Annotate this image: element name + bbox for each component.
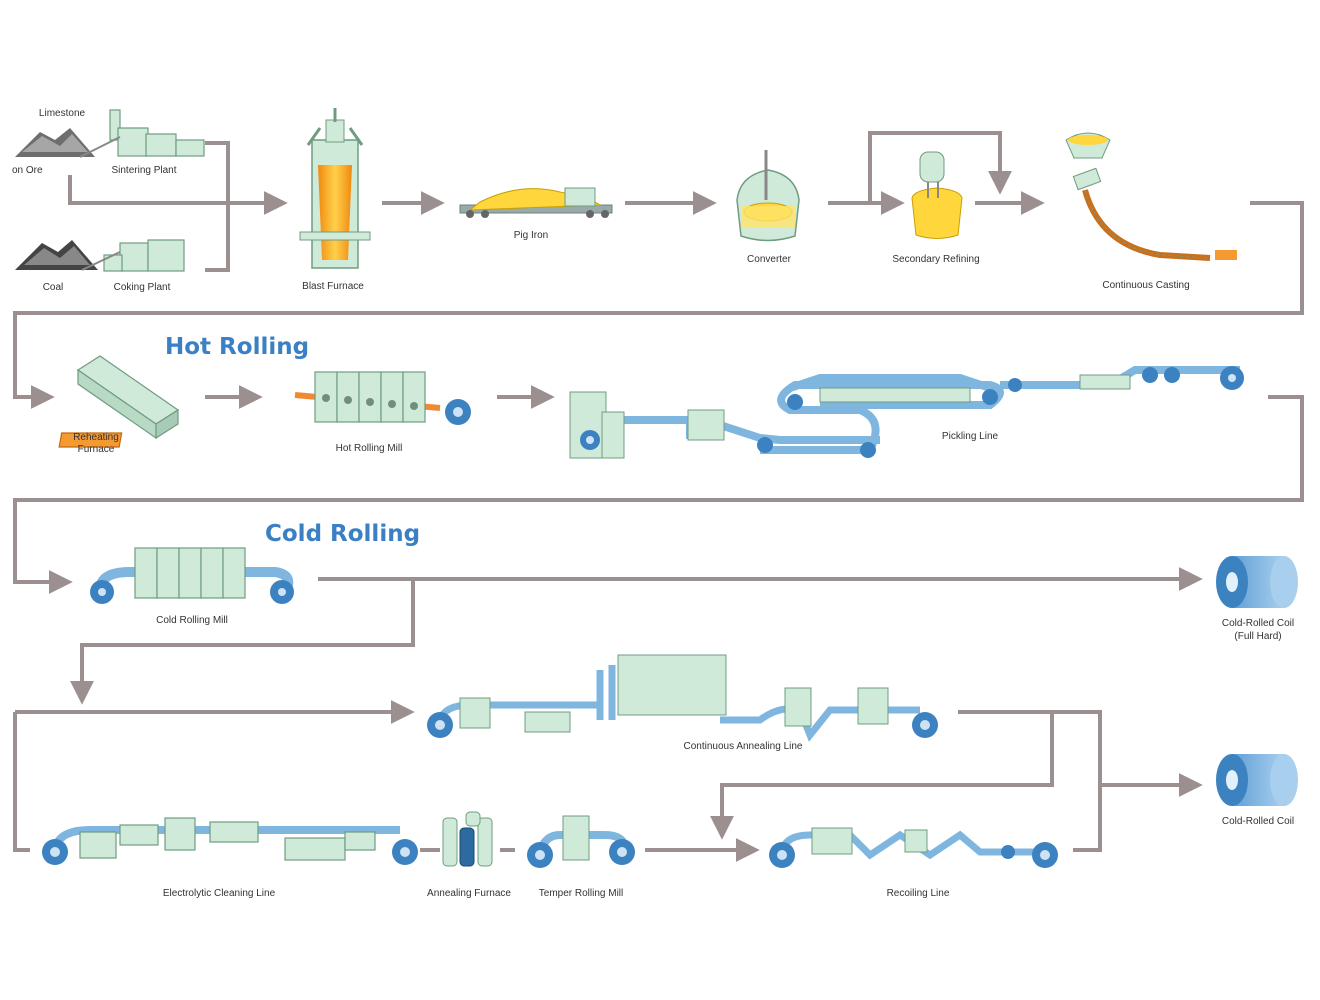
label-iron-ore: on Ore (12, 165, 43, 176)
label-cold-rolled-coil-full-hard-line2: (Full Hard) (1234, 631, 1282, 642)
reheating-furnace (58, 355, 180, 448)
coking-plant (81, 239, 185, 272)
label-temper-rolling-mill: Temper Rolling Mill (538, 888, 624, 899)
section-title-cold-rolling: Cold Rolling (265, 521, 421, 547)
continuous-casting (1065, 132, 1237, 261)
label-converter: Converter (747, 254, 791, 265)
label-limestone: Limestone (38, 108, 86, 119)
label-reheating-furnace-line1: Reheating (73, 432, 119, 443)
section-title-hot-rolling: Hot Rolling (165, 334, 310, 360)
label-continuous-casting: Continuous Casting (1102, 280, 1190, 291)
label-coking-plant: Coking Plant (113, 282, 171, 293)
label-hot-rolling-mill: Hot Rolling Mill (335, 443, 403, 454)
recoiling-line-equipment (769, 827, 1058, 868)
limestone-pile (15, 128, 95, 157)
label-cold-rolled-coil: Cold-Rolled Coil (1221, 816, 1295, 827)
hot-rolling-mill (294, 371, 471, 425)
label-recoiling-line: Recoiling Line (886, 888, 950, 899)
electrolytic-cleaning-line-equipment (42, 817, 418, 865)
blast-furnace (299, 108, 371, 269)
converter (736, 150, 800, 242)
pig-iron-car (459, 187, 613, 218)
cold-rolling-mill (90, 547, 294, 604)
annealing-furnace-equipment (442, 811, 493, 867)
secondary-refining (911, 151, 963, 239)
flow-lines (13, 131, 1304, 862)
temper-rolling-mill-equipment (527, 815, 635, 868)
label-coal: Coal (42, 282, 64, 293)
label-pickling-line: Pickling Line (941, 431, 999, 442)
pickling-line (569, 366, 1244, 459)
continuous-annealing-line-equipment (427, 654, 938, 742)
label-annealing-furnace: Annealing Furnace (427, 888, 511, 899)
label-sintering-plant: Sintering Plant (111, 165, 177, 176)
coal-pile (15, 240, 98, 270)
cold-rolled-coil (1216, 754, 1298, 806)
label-pig-iron: Pig Iron (513, 230, 549, 241)
label-reheating-furnace-line2: Furnace (77, 444, 115, 455)
cold-rolled-coil-full-hard (1216, 556, 1298, 608)
label-continuous-annealing-line: Continuous Annealing Line (683, 741, 803, 752)
label-secondary-refining: Secondary Refining (892, 254, 980, 265)
sintering-plant (79, 109, 205, 158)
label-electrolytic-cleaning-line: Electrolytic Cleaning Line (162, 888, 276, 899)
label-blast-furnace: Blast Furnace (302, 281, 364, 292)
label-cold-rolling-mill: Cold Rolling Mill (156, 615, 228, 626)
label-cold-rolled-coil-full-hard-line1: Cold-Rolled Coil (1221, 618, 1295, 629)
